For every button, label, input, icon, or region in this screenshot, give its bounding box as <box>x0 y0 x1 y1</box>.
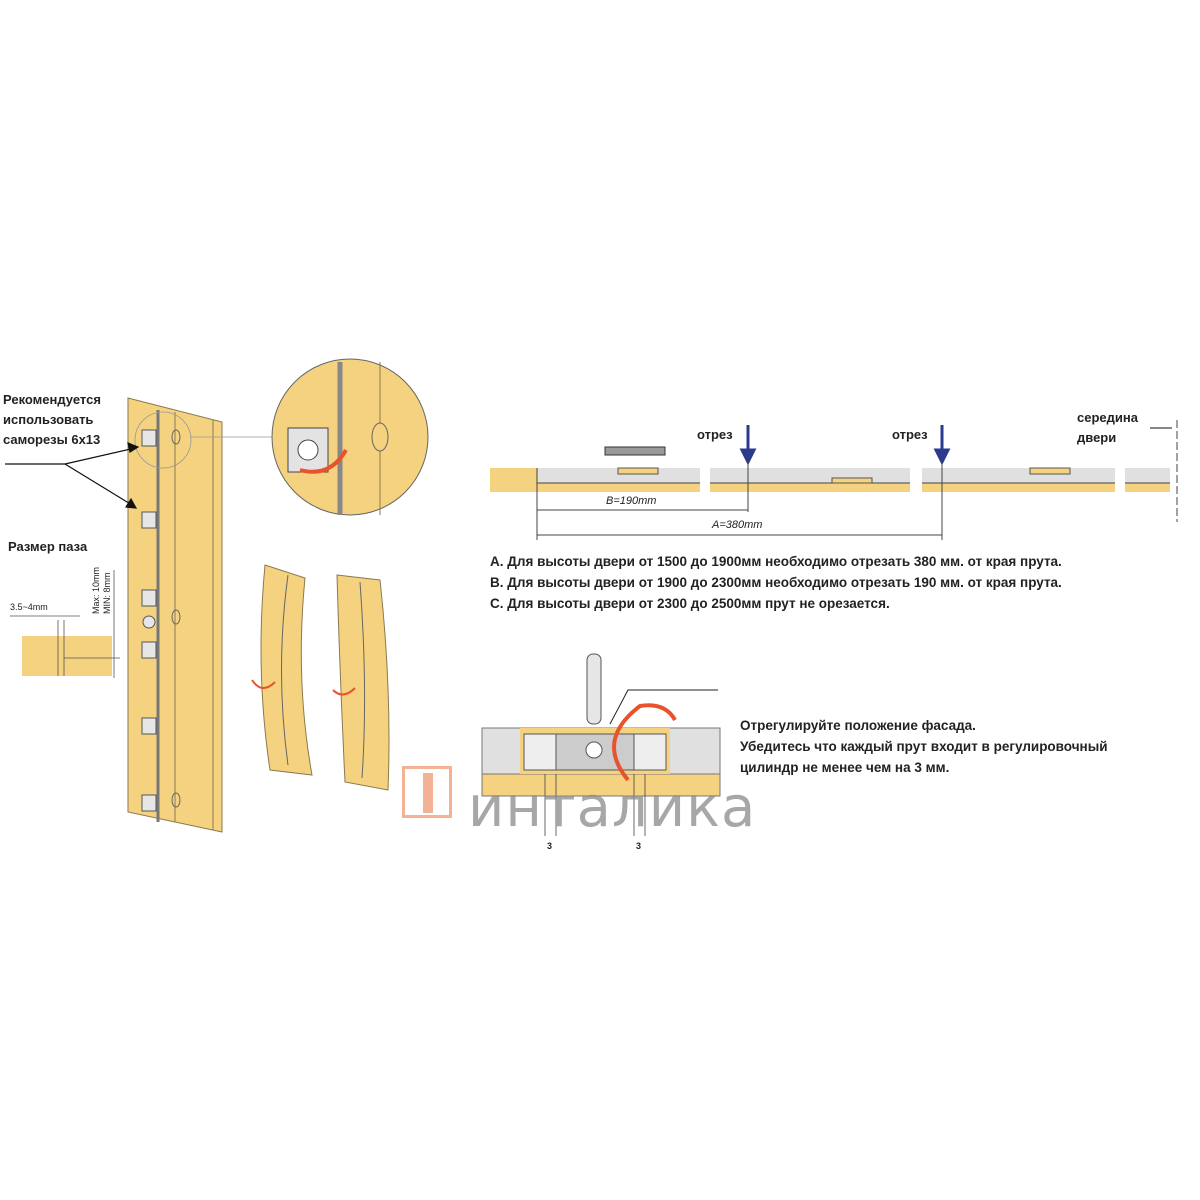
adjustment-line3: цилиндр не менее чем на 3 мм. <box>740 760 950 775</box>
groove-section <box>10 570 120 678</box>
instruction-a: A. Для высоты двери от 1500 до 1900мм не… <box>490 554 1062 569</box>
door-middle-line1: середина <box>1077 410 1138 425</box>
rail-diagram <box>490 420 1178 540</box>
dim-right-label: 3 <box>636 841 642 851</box>
instruction-c: C. Для высоты двери от 2300 до 2500мм пр… <box>490 596 890 611</box>
groove-depth-min: MIN: 8mm <box>102 572 112 615</box>
dim-a-label: A=380mm <box>712 519 763 531</box>
cut-label-1: отрез <box>697 427 733 442</box>
watermark-logo-icon <box>402 766 452 818</box>
groove-title: Размер паза <box>8 539 88 554</box>
instruction-b: B. Для высоты двери от 1900 до 2300мм не… <box>490 575 1062 590</box>
bent-panels <box>251 564 390 791</box>
door-panel <box>5 397 272 833</box>
groove-width-label: 3.5~4mm <box>10 602 48 612</box>
watermark-text: интaлика <box>468 775 757 840</box>
dim-b-label: B=190mm <box>606 495 657 507</box>
adjustment-section <box>481 653 721 836</box>
cut-label-2: отрез <box>892 427 928 442</box>
adjustment-line1: Отрегулируйте положение фасада. <box>740 718 976 733</box>
groove-depth-max: Max: 10mm <box>91 566 101 614</box>
screws-note-line1: Рекомендуется <box>3 392 101 407</box>
door-middle-line2: двери <box>1077 430 1117 445</box>
dim-left-label: 3 <box>547 841 553 851</box>
screws-note-line3: саморезы 6х13 <box>3 432 101 447</box>
bracket-detail-circle <box>271 358 429 516</box>
screws-note-line2: использовать <box>3 412 94 427</box>
adjustment-line2: Убедитесь что каждый прут входит в регул… <box>740 739 1108 754</box>
